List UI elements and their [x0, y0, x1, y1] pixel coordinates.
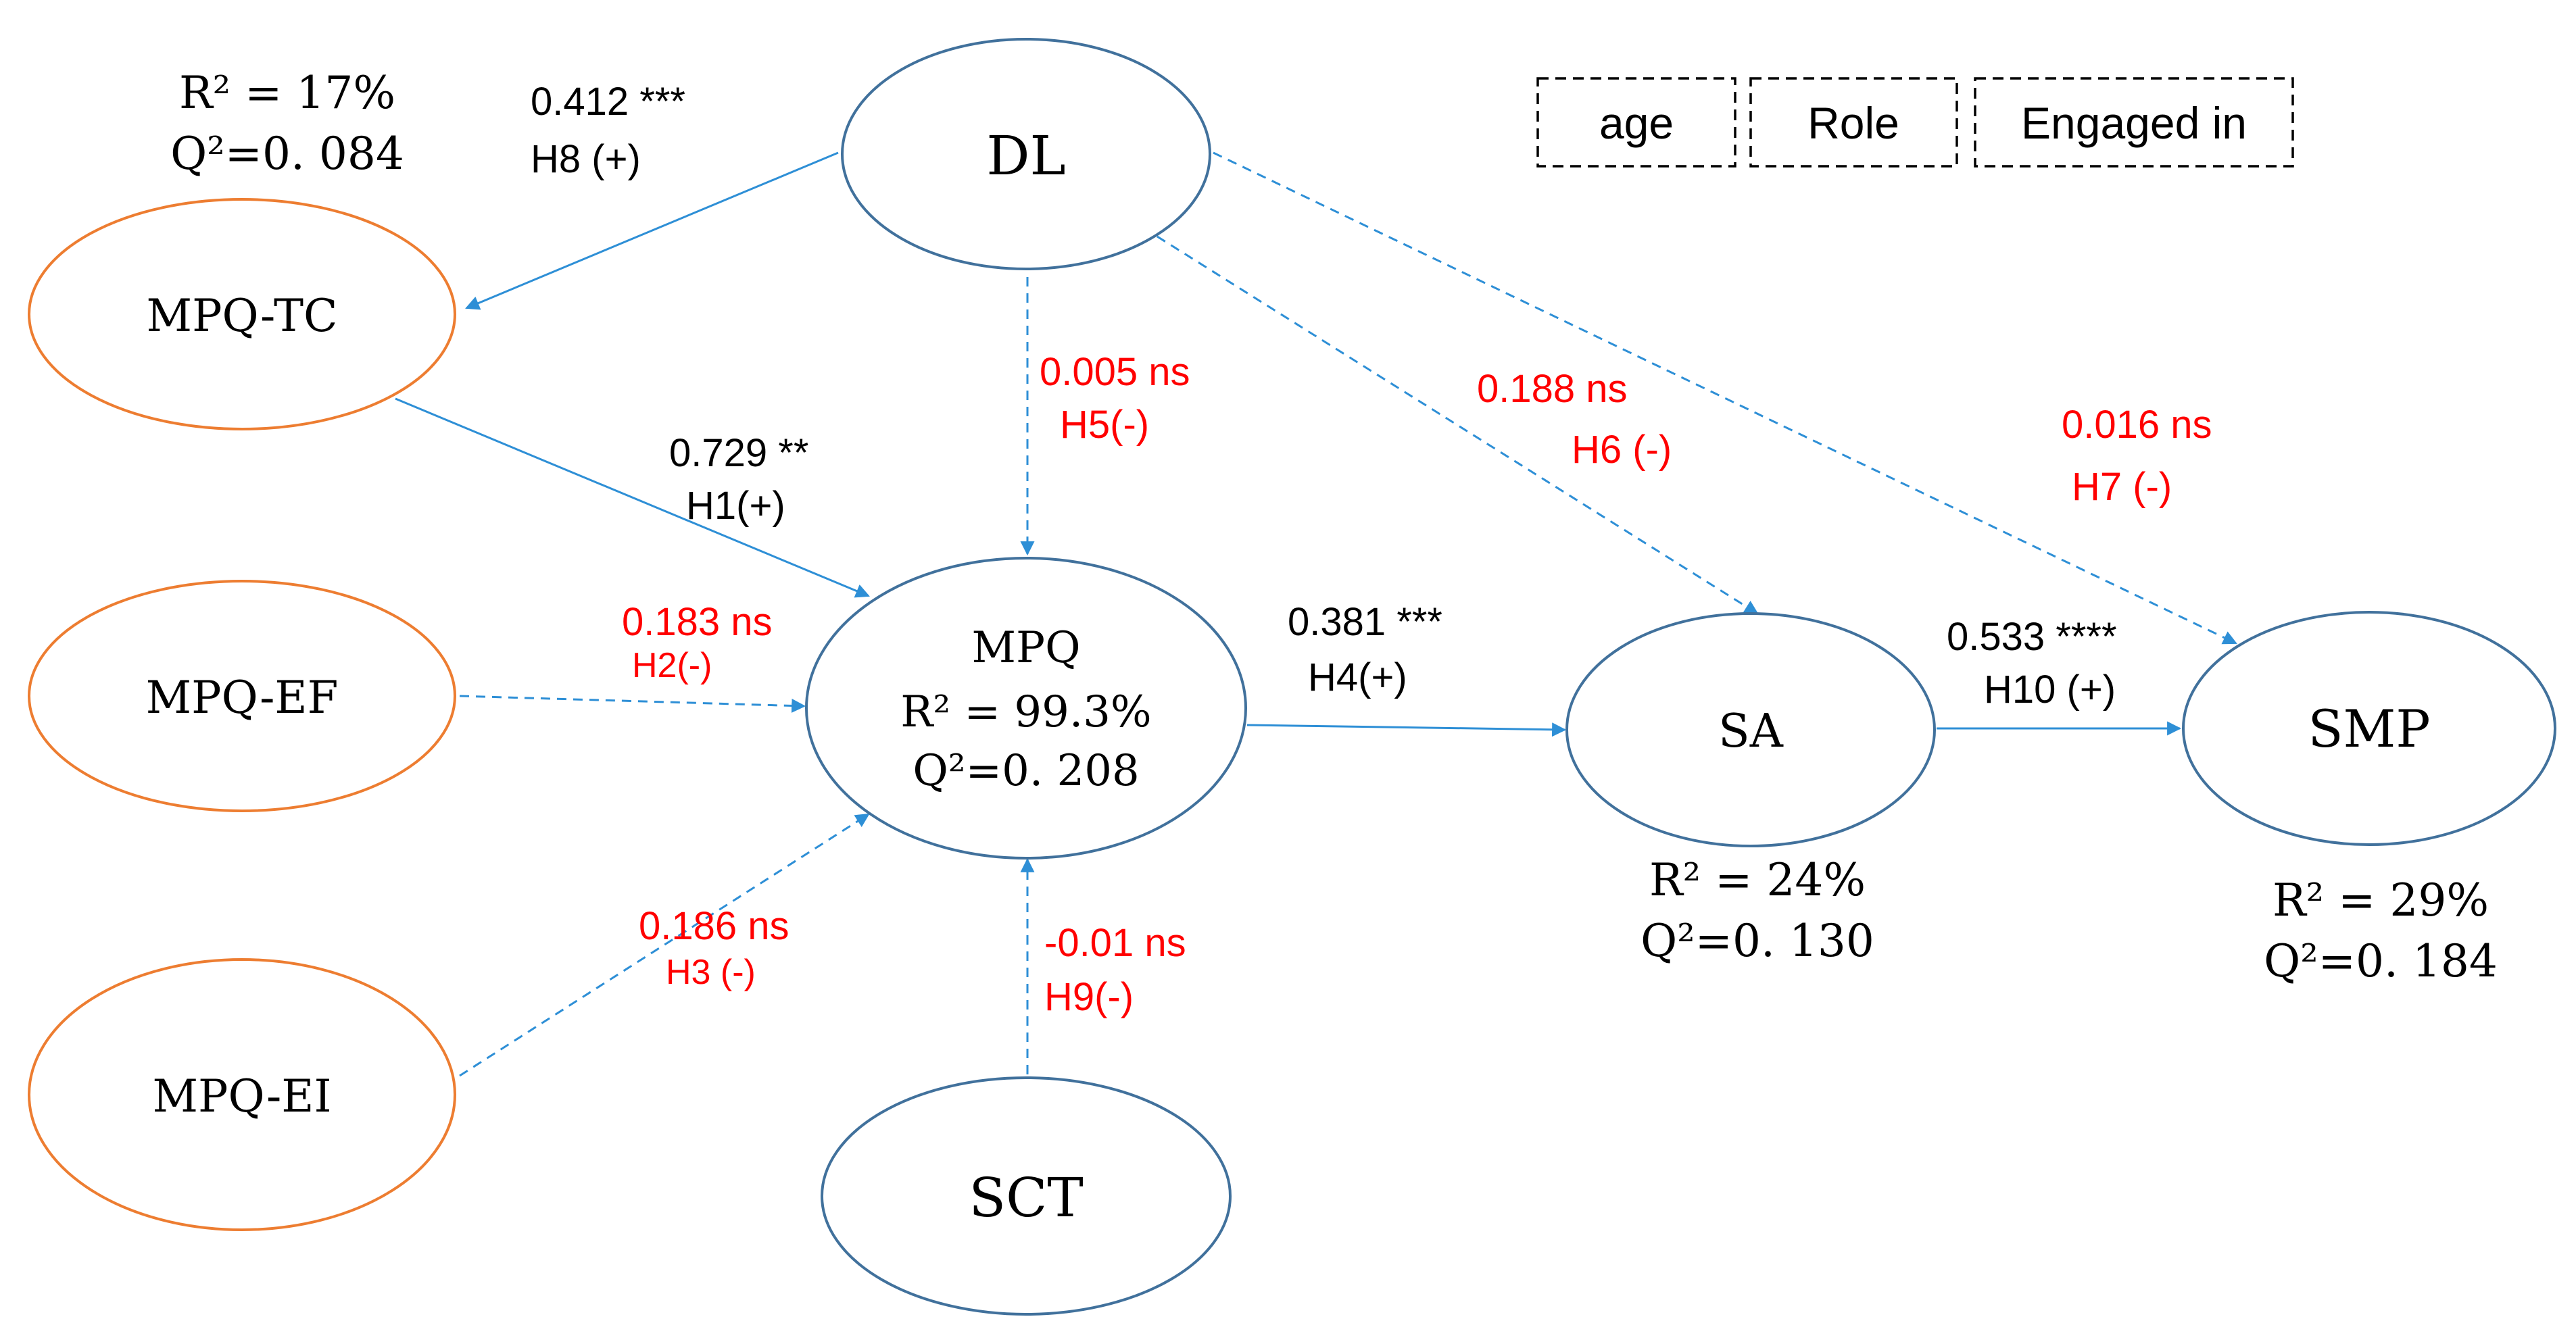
control-box-engaged-in [1974, 77, 2294, 168]
coef-h3: 0.186 ns [639, 904, 789, 948]
coef-h8: 0.412 *** [531, 80, 685, 124]
label-mpq-r2: R² = 99.3% [900, 687, 1151, 737]
node-sa [1565, 612, 1936, 847]
hyp-h6: H6 (-) [1572, 428, 1672, 472]
control-variables [1536, 77, 2294, 168]
label-mpq-tc: MPQ-TC [147, 290, 338, 342]
coef-h1: 0.729 ** [669, 431, 808, 475]
node-sct [821, 1076, 1232, 1316]
hyp-h10: H10 (+) [1984, 668, 2116, 712]
stat-sa-r2: R² = 24% [1649, 854, 1866, 906]
node-dl [841, 38, 1211, 270]
node-mpq [805, 557, 1247, 860]
hyp-h3: H3 (-) [666, 953, 756, 992]
node-mpq-ei [28, 958, 456, 1231]
hyp-h2: H2(-) [632, 646, 712, 685]
label-mpq-ei: MPQ-EI [152, 1070, 331, 1122]
control-role: Role [1807, 98, 1899, 148]
stat-smp-q2: Q²=0. 184 [2264, 935, 2498, 987]
stat-mpq-tc-q2: Q²=0. 084 [170, 128, 404, 180]
control-engaged-in: Engaged in [2021, 98, 2247, 148]
arrow-mpq-tc-to-mpq [395, 397, 870, 598]
label-smp: SMP [2308, 699, 2430, 759]
hyp-h8: H8 (+) [531, 137, 641, 181]
coef-h9: -0.01 ns [1044, 921, 1186, 965]
control-box-role [1749, 77, 1958, 168]
label-dl: DL [986, 124, 1065, 187]
stat-smp-r2: R² = 29% [2273, 874, 2489, 926]
coef-h5: 0.005 ns [1040, 350, 1190, 394]
label-sa: SA [1718, 705, 1784, 758]
label-mpq-ef: MPQ-EF [146, 672, 339, 724]
node-mpq-tc [28, 198, 456, 430]
coef-h10: 0.533 **** [1947, 615, 2117, 659]
stat-sa-q2: Q²=0. 130 [1641, 915, 1874, 967]
coef-h7: 0.016 ns [2062, 403, 2212, 447]
coef-h2: 0.183 ns [622, 600, 773, 644]
constructs [28, 38, 2556, 1316]
arrow-dl-to-smp [1213, 151, 2237, 645]
label-sct: SCT [969, 1166, 1083, 1229]
stat-mpq-tc-r2: R² = 17% [179, 67, 395, 119]
hyp-h4: H4(+) [1308, 655, 1407, 699]
arrow-dl-to-mpq-tc [465, 151, 839, 310]
node-smp [2182, 611, 2556, 846]
hyp-h7: H7 (-) [2072, 465, 2172, 509]
hyp-h1: H1(+) [686, 484, 785, 528]
arrow-dl-to-sa [1157, 235, 1759, 615]
node-mpq-ef [28, 580, 456, 812]
label-mpq-q2: Q²=0. 208 [913, 746, 1139, 796]
coef-h4: 0.381 *** [1288, 600, 1442, 644]
arrow-mpq-to-sa [1246, 722, 1567, 737]
control-age: age [1599, 98, 1674, 148]
hyp-h9: H9(-) [1044, 975, 1134, 1019]
coef-h6: 0.188 ns [1477, 367, 1628, 411]
arrows [395, 151, 2237, 1077]
hyp-h5: H5(-) [1060, 403, 1149, 447]
control-box-age [1536, 77, 1736, 168]
label-mpq: MPQ [971, 623, 1080, 673]
arrow-mpq-ef-to-mpq [459, 695, 806, 713]
